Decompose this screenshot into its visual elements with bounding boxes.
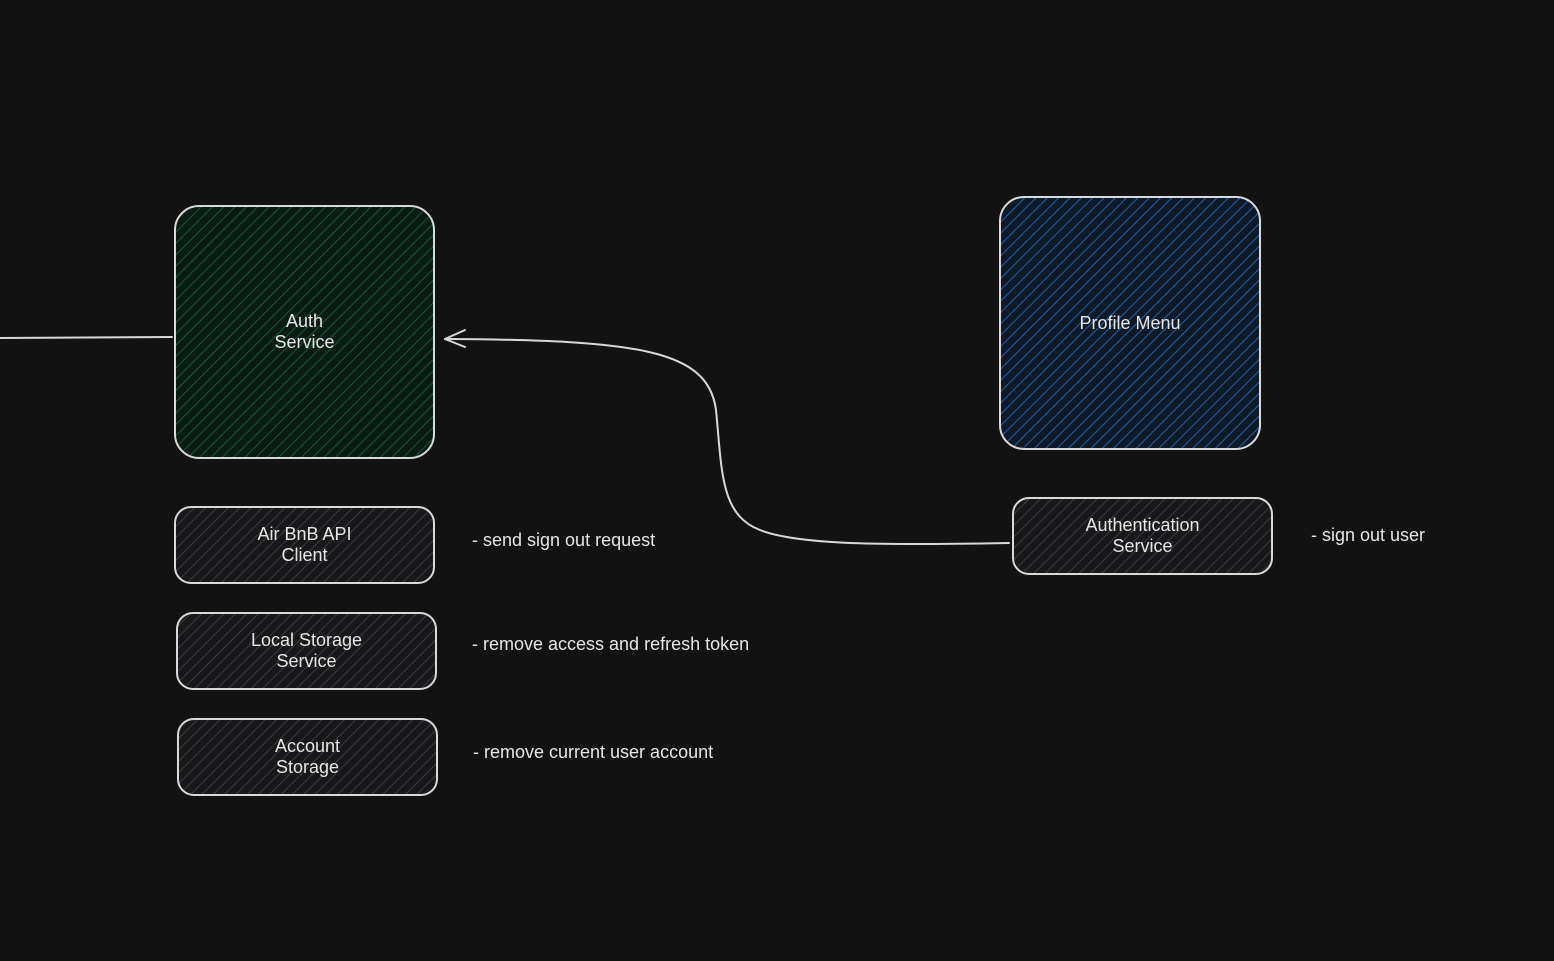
account-storage-box[interactable] bbox=[177, 718, 438, 796]
airbnb-api-client-label: Air BnB API Client bbox=[257, 524, 352, 565]
local-storage-service-box[interactable] bbox=[176, 612, 437, 690]
auth-service-label: Auth Service bbox=[274, 311, 335, 352]
note-send-sign-out: - send sign out request bbox=[472, 530, 656, 550]
authentication-service-label: Authentication Service bbox=[1085, 515, 1200, 556]
arrowhead-icon bbox=[444, 329, 466, 348]
account-storage-label: Account Storage bbox=[274, 736, 341, 777]
airbnb-api-client-box[interactable] bbox=[174, 506, 435, 584]
note-remove-tokens: - remove access and refresh token bbox=[472, 634, 750, 654]
incoming-connector bbox=[0, 336, 173, 339]
profile-menu-box[interactable] bbox=[999, 196, 1261, 450]
local-storage-service-label: Local Storage Service bbox=[250, 630, 363, 671]
profile-menu-label: Profile Menu bbox=[1079, 312, 1181, 333]
note-sign-out-user: - sign out user bbox=[1311, 525, 1426, 545]
auth-service-box[interactable] bbox=[174, 205, 435, 459]
note-remove-account: - remove current user account bbox=[473, 742, 714, 762]
sign-out-arrow bbox=[444, 338, 1010, 546]
authentication-service-box[interactable] bbox=[1012, 497, 1273, 575]
